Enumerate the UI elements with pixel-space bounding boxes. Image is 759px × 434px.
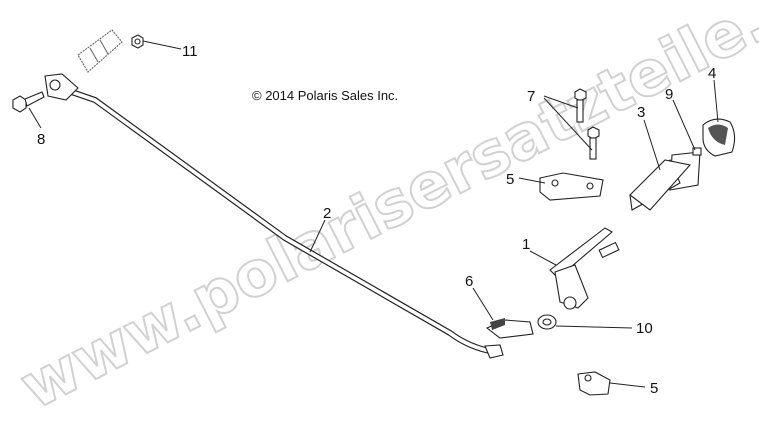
rod-sleeve <box>77 29 123 73</box>
bolt-left-part <box>12 91 45 113</box>
bracket-lower-part <box>577 371 611 396</box>
watermark: www.polarisersatzteile.de <box>9 0 759 423</box>
small-nut-part <box>692 147 702 156</box>
washer-part <box>537 314 557 330</box>
callout-6: 6 <box>465 273 473 290</box>
shifter-lever-part <box>549 227 620 310</box>
nut-part <box>131 34 144 49</box>
callout-10: 10 <box>636 320 653 337</box>
callout-1: 1 <box>522 236 530 253</box>
boot-part <box>629 151 701 211</box>
bracket-upper-part <box>539 172 604 201</box>
callout-9: 9 <box>665 86 673 103</box>
callout-11: 11 <box>182 43 198 60</box>
leader-lines <box>28 40 719 388</box>
callout-3: 3 <box>637 104 645 121</box>
clip-part <box>485 318 534 339</box>
copyright-notice: © 2014 Polaris Sales Inc. <box>252 88 398 103</box>
callout-5-upper: 5 <box>506 171 514 188</box>
callout-2: 2 <box>323 205 331 222</box>
bolts-part <box>574 88 600 160</box>
knob-part <box>702 118 736 157</box>
callout-5-lower: 5 <box>650 380 658 397</box>
callout-7: 7 <box>527 88 535 105</box>
callout-8: 8 <box>37 131 45 148</box>
shift-rod <box>44 73 504 359</box>
callout-4: 4 <box>708 65 716 82</box>
